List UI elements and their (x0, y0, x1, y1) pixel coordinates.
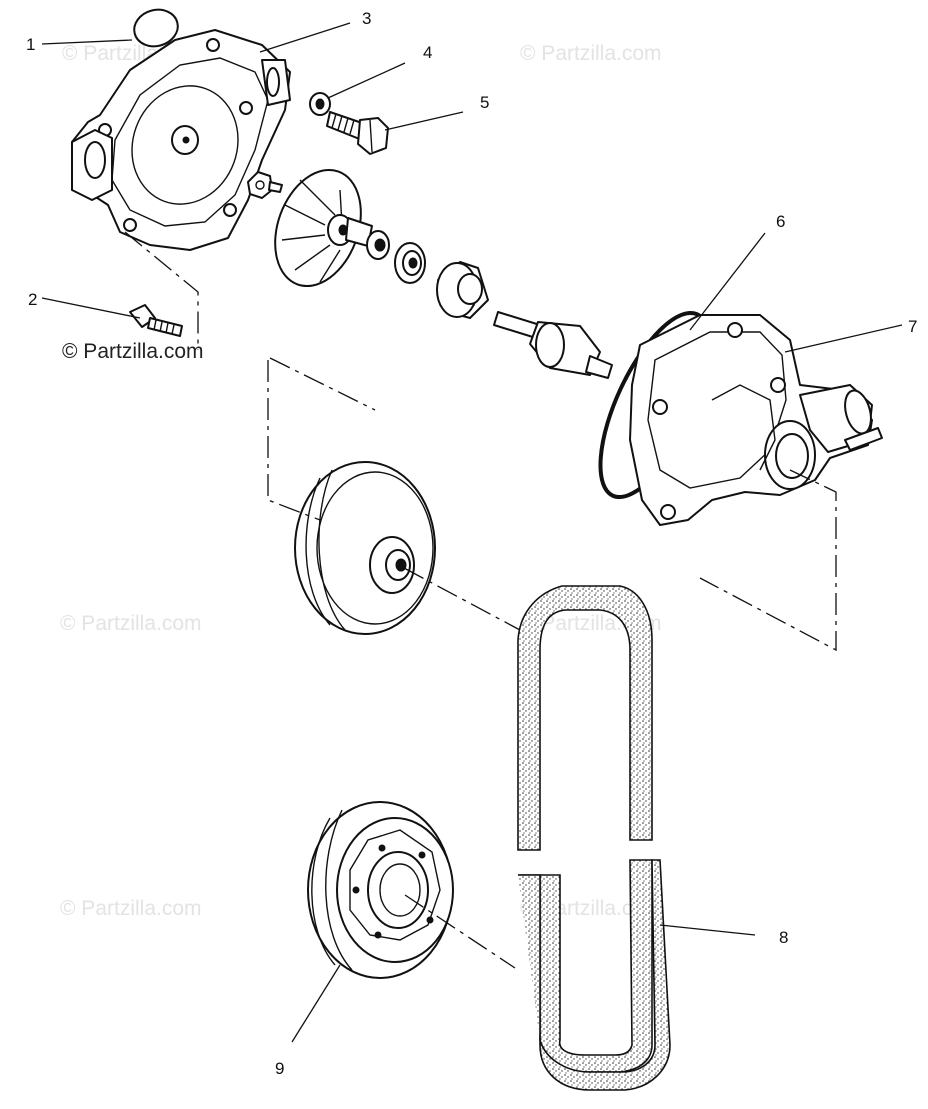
callout-2: 2 (28, 290, 37, 309)
alignment-lines (124, 231, 837, 969)
callout-3: 3 (362, 9, 371, 28)
pump-shaft (493, 311, 613, 379)
callout-5: 5 (480, 93, 489, 112)
watermark-top-right: © Partzilla.com (520, 42, 662, 65)
part-8-drive-belt (517, 585, 671, 1091)
watermark-left-strong: © Partzilla.com (62, 340, 204, 363)
watermark-mid-left: © Partzilla.com (60, 612, 202, 635)
watermark-bottom-left: © Partzilla.com (60, 897, 202, 920)
callout-6: 6 (776, 212, 785, 231)
shaft-seal-medium (394, 242, 426, 284)
shaft-seal-small (366, 230, 390, 260)
callout-7: 7 (908, 317, 917, 336)
callout-8: 8 (779, 928, 788, 947)
shaft-bushing (436, 261, 489, 319)
callout-9: 9 (275, 1059, 284, 1078)
part-1-o-ring (133, 8, 179, 48)
callout-1: 1 (26, 35, 35, 54)
part-9-lower-pulley (307, 801, 454, 979)
part-2-bolt (129, 304, 183, 337)
impeller (274, 168, 373, 288)
part-7-pump-housing (629, 314, 883, 526)
upper-pulley (294, 461, 436, 635)
part-4-washer (309, 92, 331, 116)
impeller-nut (247, 171, 283, 199)
part-5-bolt (326, 111, 389, 155)
part-3-pump-cover (71, 29, 291, 251)
callout-4: 4 (423, 43, 432, 62)
leader-lines (41, 22, 903, 1043)
